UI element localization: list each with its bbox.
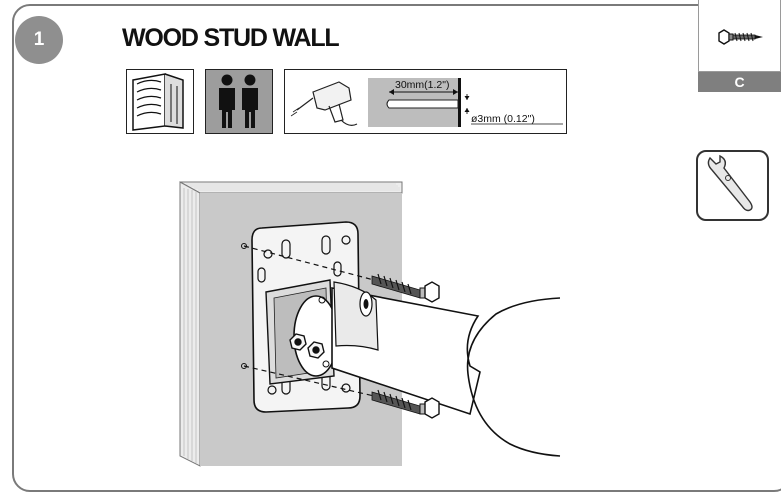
wood-stud-icon xyxy=(132,73,184,131)
step-title: WOOD STUD WALL xyxy=(122,24,340,52)
mounting-illustration xyxy=(179,181,561,467)
part-c-tab: C xyxy=(698,0,781,92)
drill-diameter-label: ø3mm (0.12") xyxy=(471,113,535,125)
step-number-badge: 1 xyxy=(15,16,63,64)
two-people-icon-box xyxy=(205,69,273,134)
two-people-icon xyxy=(219,74,258,128)
drill-depth-label: 30mm(1.2") xyxy=(395,79,450,91)
lag-screw-top xyxy=(241,243,440,303)
tool-box xyxy=(696,150,769,221)
adjustable-wrench-icon xyxy=(707,154,753,212)
power-drill-icon xyxy=(290,81,358,126)
stud-top-face xyxy=(179,181,403,194)
hex-nuts xyxy=(289,333,325,359)
drill-hole xyxy=(386,99,459,109)
lag-screw-icon xyxy=(718,29,763,45)
drill-spec-box: 30mm(1.2") ø3mm (0.12") xyxy=(284,69,567,134)
wall-surface-line xyxy=(458,78,461,127)
tv-outline xyxy=(466,297,561,457)
lag-screw-bottom xyxy=(241,363,440,419)
step-number: 1 xyxy=(33,29,45,50)
part-c-box xyxy=(698,0,781,72)
wood-stud-icon-box xyxy=(126,69,194,134)
instruction-panel xyxy=(12,4,781,492)
part-label: C xyxy=(698,72,781,92)
stud-side-face xyxy=(179,181,201,467)
